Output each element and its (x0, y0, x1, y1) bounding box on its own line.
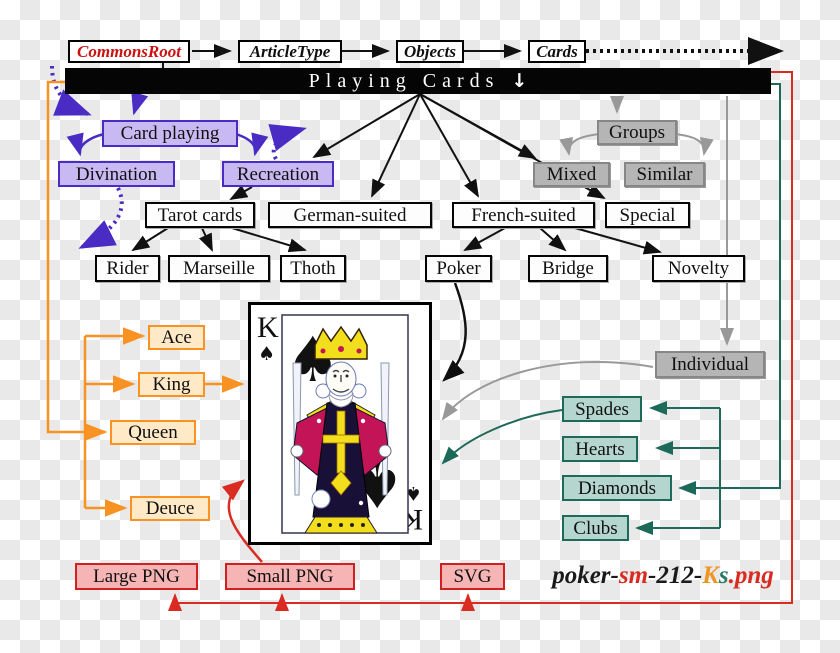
spade-icon: ♠ (405, 482, 422, 504)
node-groups: Groups (597, 120, 677, 145)
node-diamonds: Diamonds (562, 475, 672, 501)
node-special: Special (605, 202, 690, 228)
chain-item-commonsroot: CommonsRoot (68, 40, 190, 63)
king-figure (290, 325, 392, 534)
node-hearts: Hearts (562, 436, 638, 462)
node-thoth: Thoth (280, 255, 346, 282)
banner-title: Playing Cards (308, 69, 500, 92)
filename-part: K (702, 562, 719, 589)
node-mixed: Mixed (533, 162, 610, 187)
node-small-png: Small PNG (225, 563, 355, 590)
node-novelty: Novelty (652, 255, 745, 282)
filename-part: sm (618, 562, 649, 589)
filename-part: poker- (552, 562, 619, 589)
node-clubs: Clubs (562, 515, 629, 541)
filename-part: s (718, 562, 729, 589)
purple-arrows (50, 65, 307, 249)
black-arrows (131, 93, 662, 382)
down-arrow-icon: ↓ (511, 70, 528, 92)
chain-item-objects: Objects (396, 40, 464, 63)
node-german-suited: German-suited (268, 202, 432, 228)
node-tarot-cards: Tarot cards (145, 202, 255, 228)
node-similar: Similar (624, 162, 705, 187)
node-large-png: Large PNG (75, 563, 198, 590)
chain-arrows (162, 37, 784, 69)
node-french-suited: French-suited (452, 202, 595, 228)
node-queen: Queen (110, 420, 196, 445)
chain-item-articletype: ArticleType (238, 40, 342, 63)
node-svg: SVG (440, 563, 505, 590)
teal-arrows (441, 83, 781, 535)
node-individual: Individual (655, 351, 765, 378)
node-bridge: Bridge (528, 255, 608, 282)
node-card-playing: Card playing (102, 120, 238, 147)
node-spades: Spades (562, 396, 642, 422)
node-recreation: Recreation (222, 161, 334, 187)
card-art: K ♠ K ♠ ♠ ♠ (257, 311, 423, 536)
node-rider: Rider (95, 255, 160, 282)
node-deuce: Deuce (130, 496, 210, 521)
king-of-spades-card: K ♠ K ♠ ♠ ♠ (248, 302, 432, 545)
card-rank-top-left: K (257, 311, 279, 344)
node-marseille: Marseille (168, 255, 270, 282)
node-ace: Ace (148, 325, 205, 350)
spade-icon: ♠ (258, 343, 275, 365)
banner-playing-cards: Playing Cards ↓ (65, 68, 771, 94)
node-divination: Divination (58, 161, 175, 187)
filename-part: -212- (648, 562, 703, 589)
node-king: King (138, 372, 205, 397)
red-arrows (168, 71, 793, 611)
filename-part: .png (728, 562, 774, 589)
orange-arrows (46, 80, 245, 517)
node-poker: Poker (425, 255, 492, 282)
chain-item-cards: Cards (528, 40, 586, 63)
gray-arrows (441, 96, 734, 421)
